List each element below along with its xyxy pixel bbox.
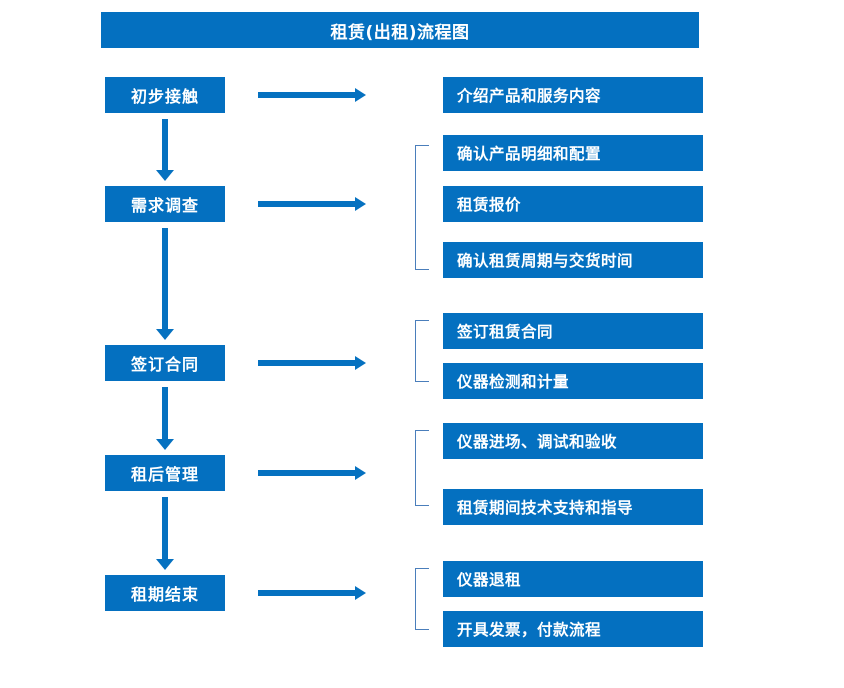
detail-box-instrument-entry-commissioning[interactable]: 仪器进场、调试和验收 xyxy=(443,423,703,459)
detail-box-instrument-return[interactable]: 仪器退租 xyxy=(443,561,703,597)
brace-requirement-survey-group xyxy=(415,145,429,270)
horizontal-arrow-stage3 xyxy=(258,356,366,370)
stage-box-post-rental-management[interactable]: 租后管理 xyxy=(105,455,225,491)
page-title: 租赁(出租)流程图 xyxy=(101,12,699,48)
brace-sign-contract-group xyxy=(415,320,429,382)
stage-box-initial-contact[interactable]: 初步接触 xyxy=(105,77,225,113)
horizontal-arrow-stage4 xyxy=(258,466,366,480)
stage-box-lease-end[interactable]: 租期结束 xyxy=(105,575,225,611)
brace-post-rental-group xyxy=(415,430,429,506)
detail-box-sign-rental-contract[interactable]: 签订租赁合同 xyxy=(443,313,703,349)
detail-box-instrument-inspection[interactable]: 仪器检测和计量 xyxy=(443,363,703,399)
detail-box-confirm-lease-period[interactable]: 确认租赁周期与交货时间 xyxy=(443,242,703,278)
brace-lease-end-group xyxy=(415,568,429,630)
detail-box-introduce-products[interactable]: 介绍产品和服务内容 xyxy=(443,77,703,113)
horizontal-arrow-stage5 xyxy=(258,586,366,600)
vertical-arrow-stage4-to-stage5 xyxy=(156,497,174,570)
stage-box-sign-contract[interactable]: 签订合同 xyxy=(105,345,225,381)
vertical-arrow-stage2-to-stage3 xyxy=(156,228,174,340)
vertical-arrow-stage1-to-stage2 xyxy=(156,119,174,181)
vertical-arrow-stage3-to-stage4 xyxy=(156,387,174,450)
detail-box-technical-support[interactable]: 租赁期间技术支持和指导 xyxy=(443,489,703,525)
detail-box-confirm-product-details[interactable]: 确认产品明细和配置 xyxy=(443,135,703,171)
detail-box-rental-quotation[interactable]: 租赁报价 xyxy=(443,186,703,222)
horizontal-arrow-stage1 xyxy=(258,88,366,102)
detail-box-invoice-payment[interactable]: 开具发票，付款流程 xyxy=(443,611,703,647)
horizontal-arrow-stage2 xyxy=(258,197,366,211)
stage-box-requirement-survey[interactable]: 需求调查 xyxy=(105,186,225,222)
